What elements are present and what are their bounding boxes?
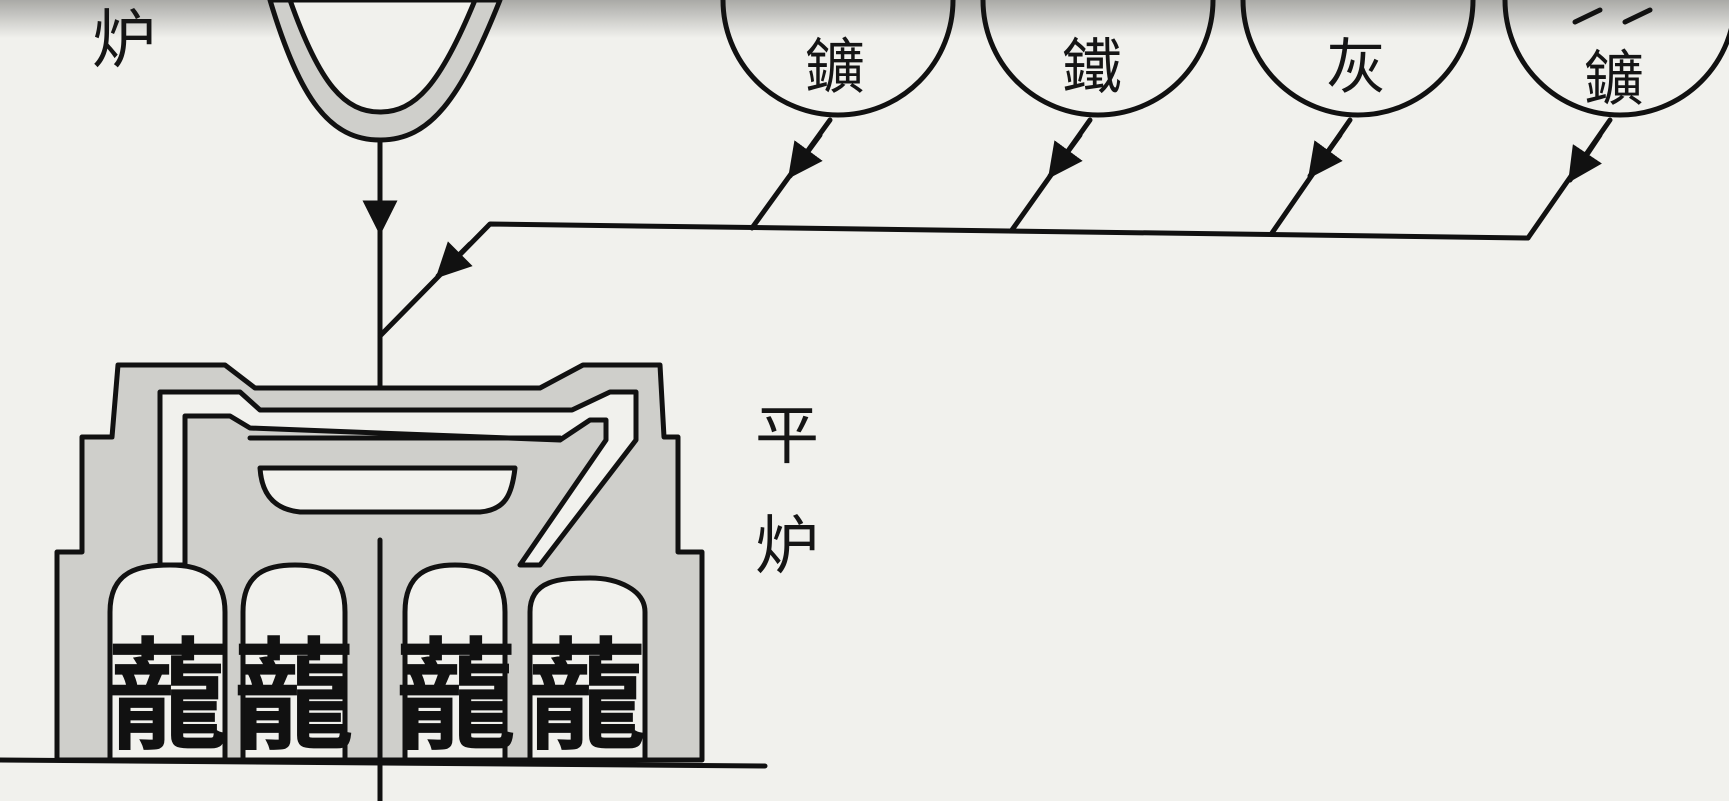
regenerator-chamber-1: 蘢 bbox=[107, 562, 228, 767]
input-label-3: 灰 bbox=[1326, 33, 1386, 103]
regenerator-chamber-4: 蘢 bbox=[526, 575, 648, 767]
flue-channel bbox=[157, 389, 639, 568]
input-arrow-1 bbox=[787, 132, 823, 179]
collector-line bbox=[377, 221, 1531, 339]
hearth-basin bbox=[257, 465, 518, 515]
input-circle-3: 灰 bbox=[1240, 0, 1476, 118]
input-label-1: 鑛 bbox=[805, 33, 865, 103]
collector-arrow bbox=[435, 241, 473, 279]
flat-furnace-label-2: 炉 bbox=[755, 510, 819, 584]
input-circle-2: 鐵 bbox=[980, 0, 1216, 118]
input-circle-4: 鑛 bbox=[1502, 0, 1729, 118]
chamber-glyph-4: 蘢 bbox=[526, 626, 646, 767]
chamber-glyph-1: 蘢 bbox=[108, 626, 228, 767]
regenerator-chamber-3: 蘢 bbox=[396, 562, 516, 767]
flat-furnace-label-1: 平 bbox=[755, 400, 819, 474]
blast-furnace-bottom bbox=[267, 0, 503, 143]
input-label-2: 鐵 bbox=[1062, 33, 1122, 103]
chamber-glyph-3: 蘢 bbox=[396, 626, 516, 767]
top-furnace-label: 炉 bbox=[92, 4, 156, 78]
input-arrow-3 bbox=[1307, 132, 1343, 179]
input-arrow-4 bbox=[1567, 132, 1603, 183]
regenerator-chamber-2: 蘢 bbox=[234, 562, 354, 767]
chamber-glyph-2: 蘢 bbox=[234, 626, 354, 767]
input-circle-1: 鑛 bbox=[720, 0, 956, 118]
input-label-4: 鑛 bbox=[1584, 45, 1644, 115]
ground-line bbox=[0, 757, 768, 769]
input-arrow-2 bbox=[1047, 132, 1083, 179]
